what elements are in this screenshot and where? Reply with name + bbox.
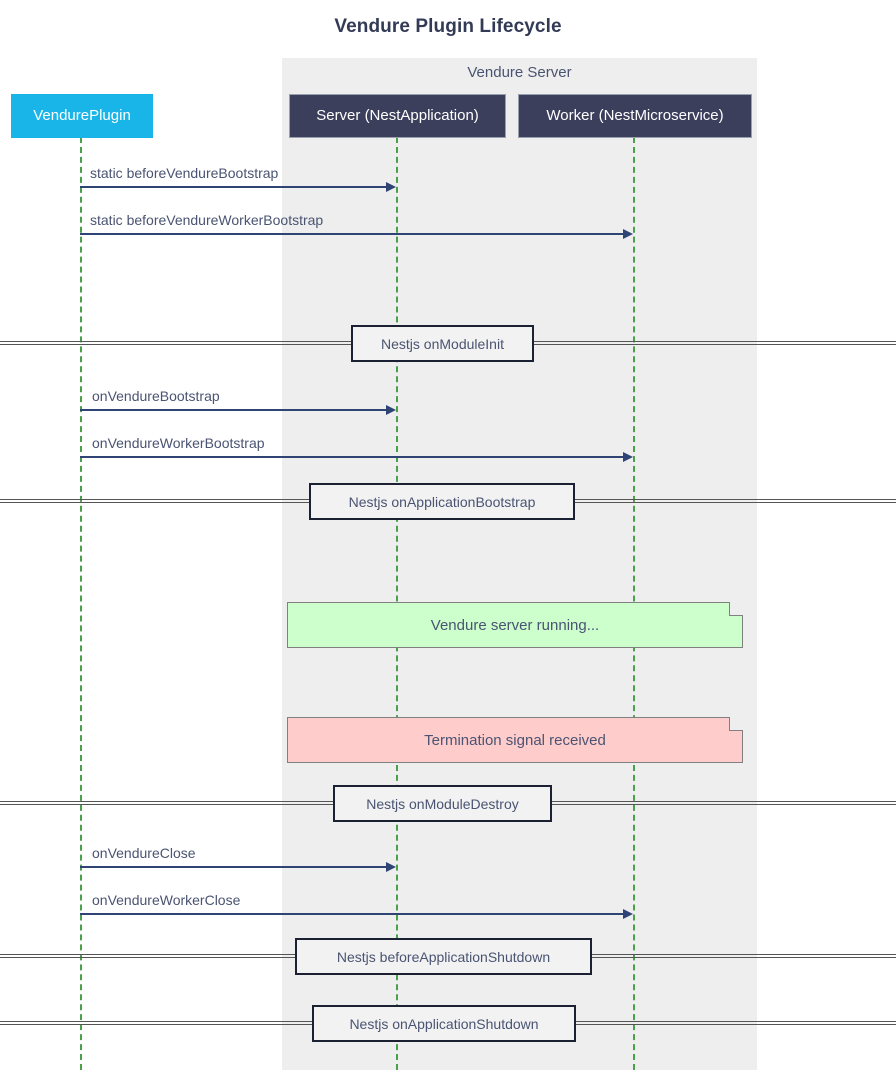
participant-vendureplugin[interactable]: VendurePlugin xyxy=(11,94,153,138)
group-panel-vendure-server xyxy=(282,58,757,1070)
message-label-onvendureclose: onVendureClose xyxy=(92,845,196,861)
diagram-title: Vendure Plugin Lifecycle xyxy=(334,16,562,37)
group-label: Vendure Server xyxy=(467,64,572,81)
message-arrowhead-m6 xyxy=(623,909,633,919)
message-label-static-beforevendureworkerbootstrap: static beforeVendureWorkerBootstrap xyxy=(90,212,324,228)
divider-nestjs-onmoduleinit: Nestjs onModuleInit xyxy=(351,325,534,362)
note-fold-corner-icon xyxy=(729,602,743,616)
note-termination-signal-received: Termination signal received xyxy=(287,717,743,763)
participant-label: Worker (NestMicroservice) xyxy=(546,106,724,124)
divider-label: Nestjs onModuleDestroy xyxy=(366,795,519,812)
message-arrowhead-m1 xyxy=(386,182,396,192)
message-line-m1 xyxy=(80,186,386,188)
message-line-m6 xyxy=(80,913,623,915)
participant-worker[interactable]: Worker (NestMicroservice) xyxy=(518,94,752,138)
message-line-m5 xyxy=(80,866,386,868)
message-label-onvendurebootstrap: onVendureBootstrap xyxy=(92,388,220,404)
divider-nestjs-onapplicationbootstrap: Nestjs onApplicationBootstrap xyxy=(309,483,575,520)
note-fold-corner-icon xyxy=(729,717,743,731)
message-arrowhead-m4 xyxy=(623,452,633,462)
participant-label: Server (NestApplication) xyxy=(316,106,479,124)
message-label-onvendureworkerbootstrap: onVendureWorkerBootstrap xyxy=(92,435,265,451)
message-label-onvendureworkerclose: onVendureWorkerClose xyxy=(92,892,241,908)
divider-nestjs-onapplicationshutdown: Nestjs onApplicationShutdown xyxy=(312,1005,576,1042)
divider-label: Nestjs onApplicationBootstrap xyxy=(348,493,536,510)
message-line-m2 xyxy=(80,233,623,235)
divider-label: Nestjs onModuleInit xyxy=(381,335,504,352)
message-arrowhead-m3 xyxy=(386,405,396,415)
divider-nestjs-beforeapplicationshutdown: Nestjs beforeApplicationShutdown xyxy=(295,938,592,975)
note-label: Vendure server running... xyxy=(430,616,600,634)
participant-server[interactable]: Server (NestApplication) xyxy=(289,94,506,138)
participant-label: VendurePlugin xyxy=(33,106,131,124)
note-vendure-server-running: Vendure server running... xyxy=(287,602,743,648)
note-label: Termination signal received xyxy=(424,731,606,749)
divider-label: Nestjs onApplicationShutdown xyxy=(349,1015,539,1032)
lifeline-plugin xyxy=(80,137,82,1070)
divider-label: Nestjs beforeApplicationShutdown xyxy=(336,948,551,965)
message-arrowhead-m5 xyxy=(386,862,396,872)
message-line-m3 xyxy=(80,409,386,411)
message-arrowhead-m2 xyxy=(623,229,633,239)
divider-nestjs-onmoduledestroy: Nestjs onModuleDestroy xyxy=(333,785,552,822)
message-label-static-beforevendurebootstrap: static beforeVendureBootstrap xyxy=(90,165,279,181)
message-line-m4 xyxy=(80,456,623,458)
